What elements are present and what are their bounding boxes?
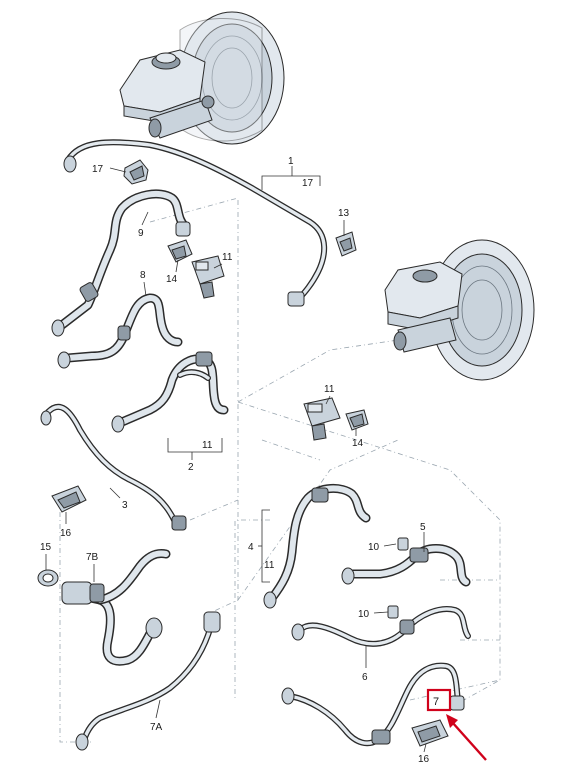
label-7: 7	[433, 696, 439, 708]
part-7-hose	[281, 662, 465, 747]
label-10-upper: 10	[368, 542, 380, 553]
callout-labels: 1 17 17 13 9 14 11 8 11 2 11 14 3 16 15 …	[40, 156, 430, 765]
brake-servo-top	[119, 11, 285, 145]
highlight-box	[426, 688, 452, 712]
label-17-left: 17	[92, 164, 104, 175]
leader-lines	[45, 166, 427, 753]
part-13-clip	[335, 231, 357, 257]
part-11-sensor-middle	[303, 397, 341, 441]
label-11-top: 11	[222, 252, 233, 263]
label-10-lower: 10	[358, 609, 370, 620]
label-15: 15	[40, 542, 52, 553]
part-16-clip-bottom	[411, 719, 449, 747]
label-17-right: 17	[302, 178, 314, 189]
brake-servo-right	[384, 239, 535, 381]
part-14-holder-middle	[345, 409, 369, 431]
part-6-hose	[291, 606, 471, 647]
part-2-hose	[111, 351, 229, 433]
label-7B: 7B	[86, 552, 99, 563]
label-7A: 7A	[150, 722, 163, 733]
label-16-left: 16	[60, 528, 72, 539]
part-4-hose	[263, 484, 371, 609]
label-9: 9	[138, 228, 144, 239]
label-11-middle: 11	[324, 384, 335, 395]
part-7a-hose	[75, 611, 221, 751]
part-17-clip	[123, 159, 149, 185]
label-5: 5	[420, 522, 426, 533]
part-15-clamp	[37, 569, 59, 587]
label-3: 3	[122, 500, 128, 511]
label-16-bottom: 16	[418, 754, 430, 765]
label-4: 4	[248, 542, 254, 553]
part-14-holder-top	[167, 239, 193, 263]
label-14-top: 14	[166, 274, 178, 285]
label-2: 2	[188, 462, 194, 473]
assembly-guide-lines	[59, 197, 501, 743]
part-11-sensor-top	[191, 255, 225, 299]
part-9-hose	[51, 189, 191, 337]
part-3-hose	[40, 403, 187, 531]
label-11-hose2: 11	[202, 440, 213, 451]
part-1-vacuum-pipe	[63, 139, 328, 307]
highlight-part-7: 7	[426, 688, 487, 761]
part-16-clip-left	[51, 485, 87, 513]
label-8: 8	[140, 270, 146, 281]
label-13: 13	[338, 208, 350, 219]
label-1: 1	[288, 156, 294, 167]
part-10-valve-lower	[387, 605, 399, 619]
label-6: 6	[362, 672, 368, 683]
part-8-hose	[57, 293, 183, 369]
label-14-middle: 14	[352, 438, 364, 449]
part-10-valve-upper	[397, 537, 409, 551]
part-7b-hose	[61, 549, 171, 666]
highlight-arrow-head	[446, 714, 458, 728]
part-5-hose	[341, 544, 471, 587]
label-11-hose4: 11	[264, 560, 275, 571]
highlight-arrow	[451, 721, 487, 761]
